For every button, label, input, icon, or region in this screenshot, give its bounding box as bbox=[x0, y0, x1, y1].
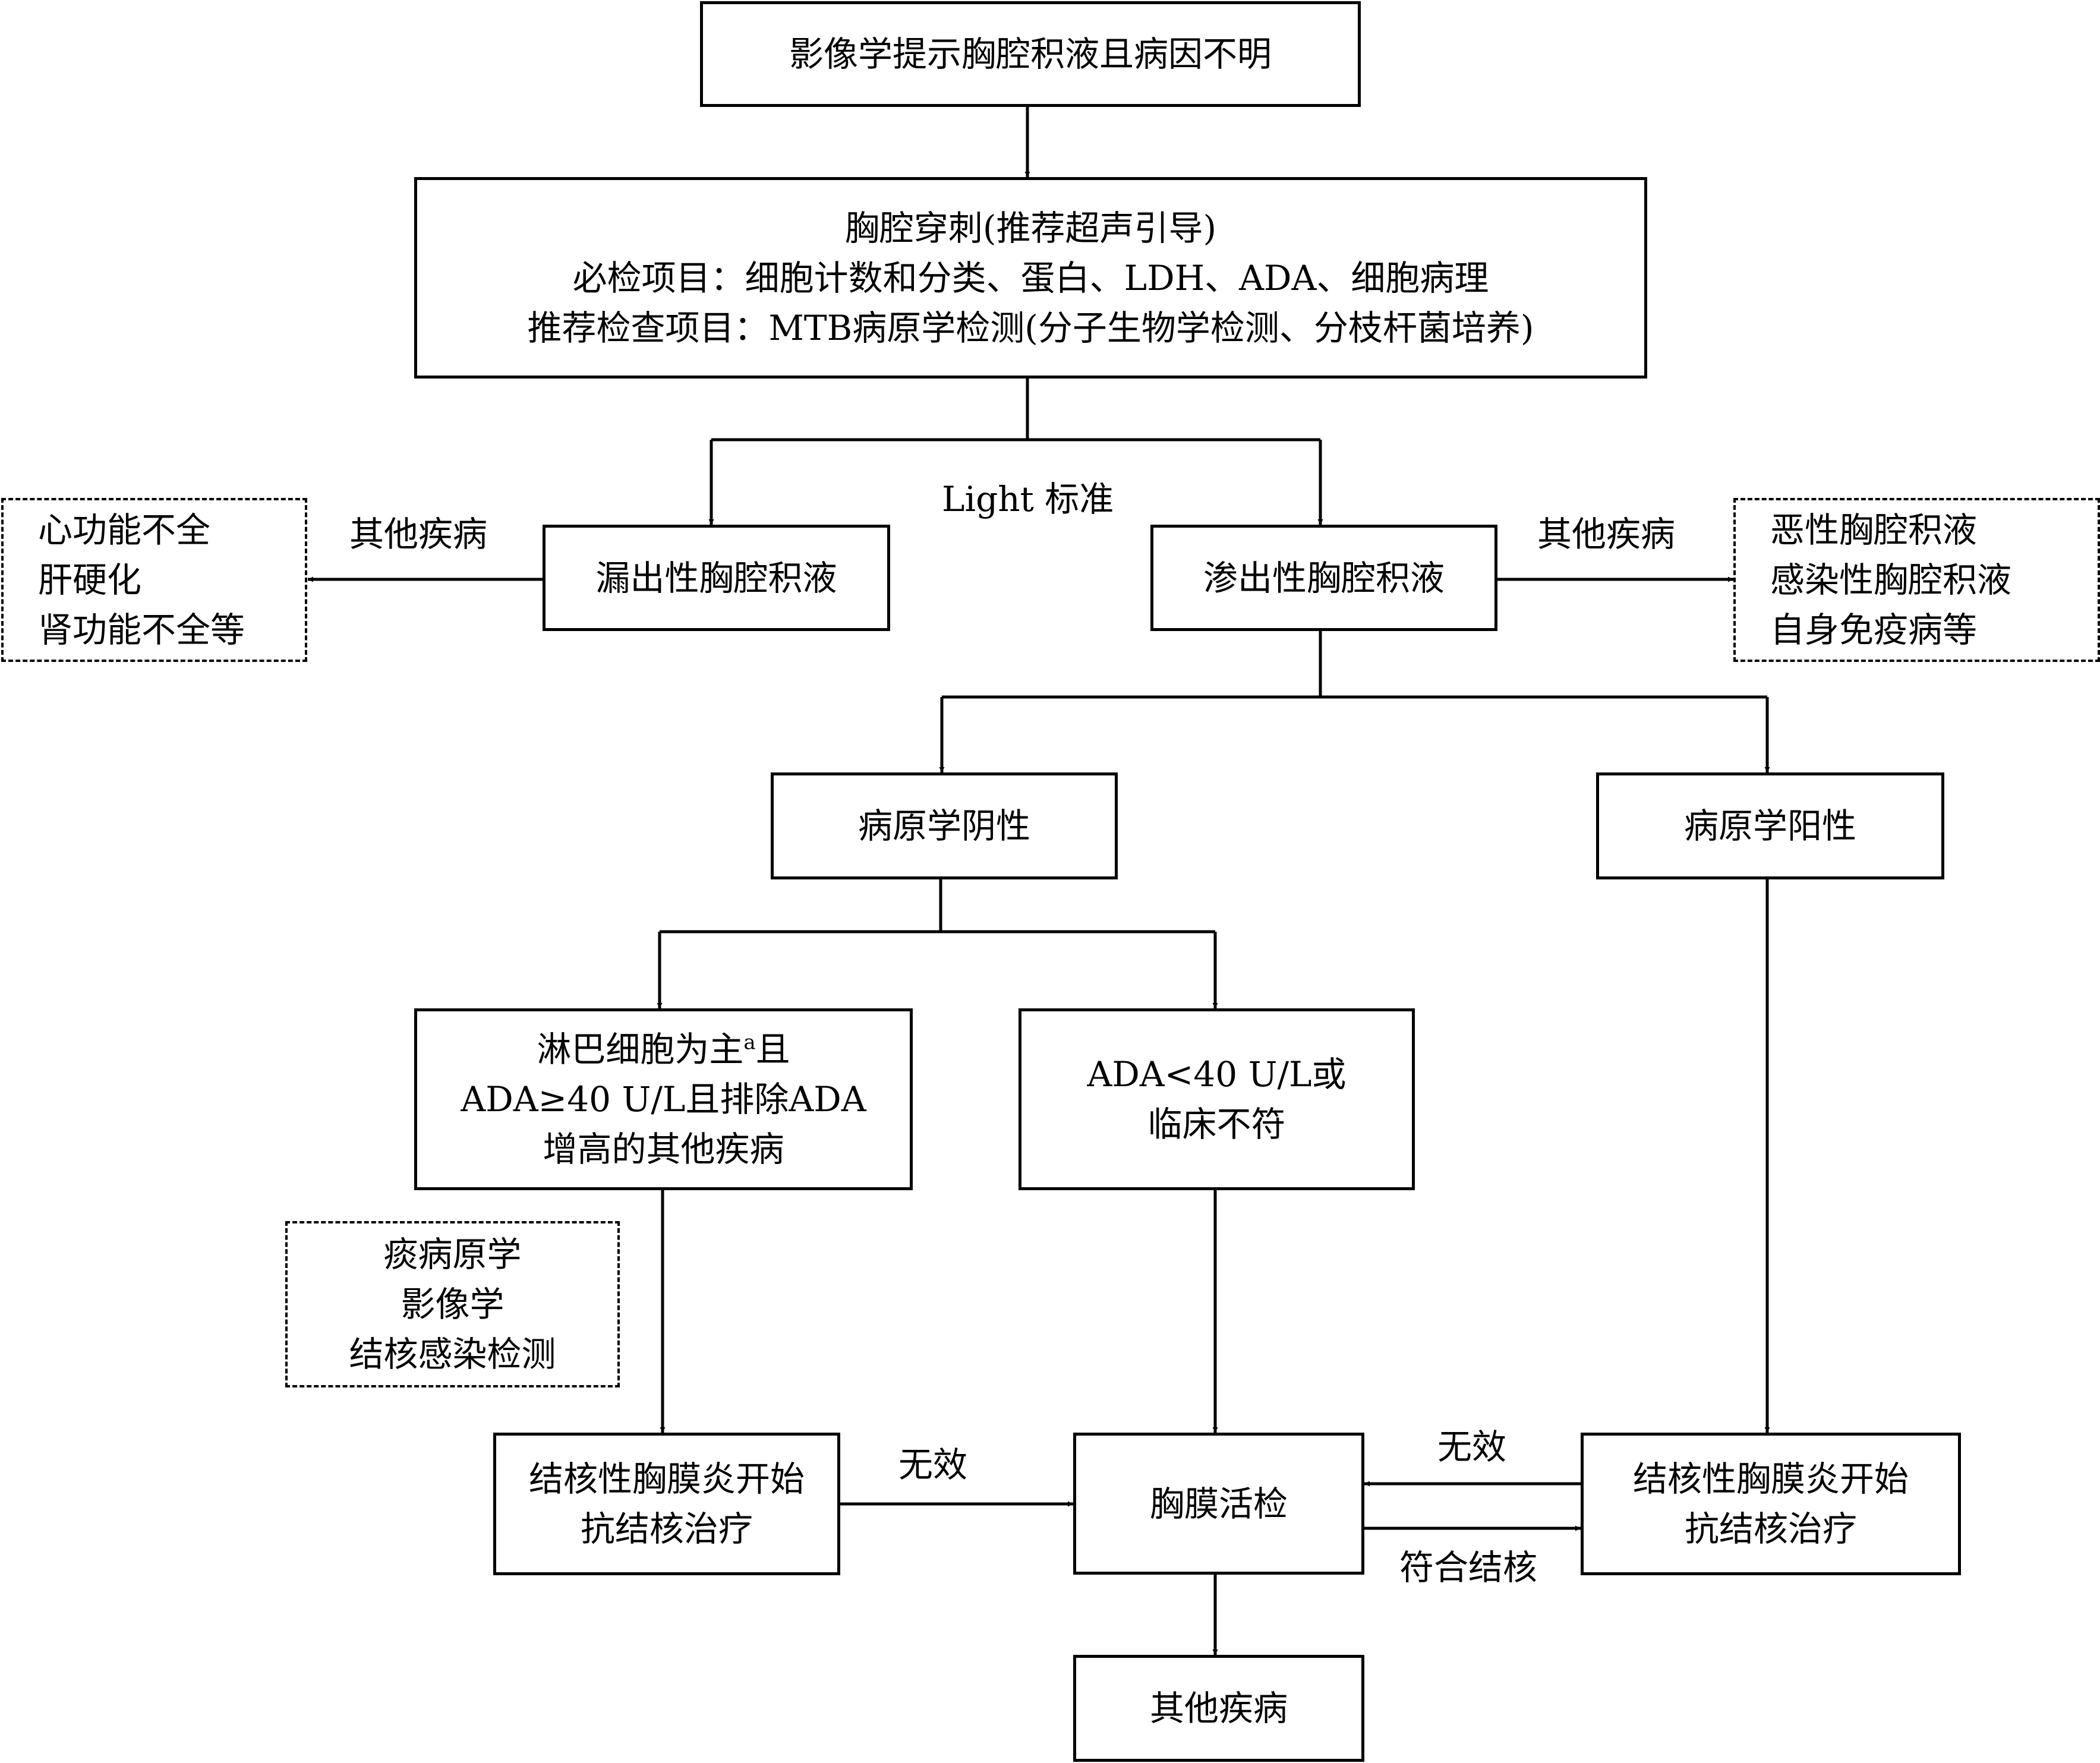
edge-label-other-disease-right: 其他疾病 bbox=[1537, 514, 1676, 554]
node-exudate: 渗出性胸腔积液 bbox=[1150, 525, 1497, 631]
node-puncture-line-2: 必检项目：细胞计数和分类、蛋白、LDH、ADA、细胞病理 bbox=[572, 257, 1489, 298]
edge-label-other-disease-left: 其他疾病 bbox=[349, 514, 488, 554]
node-lymphocyte-line-1-main: 淋巴细胞为主 bbox=[537, 1029, 744, 1070]
node-transudate: 漏出性胸腔积液 bbox=[543, 525, 890, 631]
node-puncture-line-3: 推荐检查项目：MTB病原学检测(分子生物学检测、分枝杆菌培养) bbox=[527, 307, 1534, 348]
node-lymphocyte-line-2: ADA≥40 U/L且排除ADA bbox=[461, 1079, 866, 1119]
node-transudate-other-line-3: 肾功能不全等 bbox=[38, 610, 245, 650]
node-pleural-biopsy: 胸膜活检 bbox=[1073, 1433, 1364, 1575]
node-transudate-other-line-2: 肝硬化 bbox=[38, 560, 142, 600]
node-tb-treatment-left-line-1: 结核性胸膜炎开始 bbox=[528, 1459, 805, 1499]
footnote-marker-a: a bbox=[743, 1030, 756, 1055]
node-transudate-line: 漏出性胸腔积液 bbox=[595, 557, 837, 598]
edge-label-light-criteria: Light 标准 bbox=[942, 479, 1114, 519]
node-supporting-tests: 痰病原学 影像学 结核感染检测 bbox=[285, 1221, 620, 1387]
edge-label-consistent-tb: 符合结核 bbox=[1399, 1547, 1538, 1588]
node-pathogen-negative: 病原学阴性 bbox=[771, 772, 1118, 879]
node-exudate-other-line-3: 自身免疫病等 bbox=[1770, 610, 1978, 650]
node-exudate-other-line-2: 感染性胸腔积液 bbox=[1770, 560, 2012, 600]
edge-label-ineffective-left: 无效 bbox=[898, 1445, 968, 1485]
node-transudate-other: 心功能不全 肝硬化 肾功能不全等 bbox=[1, 498, 307, 662]
node-exudate-other: 恶性胸腔积液 感染性胸腔积液 自身免疫病等 bbox=[1733, 498, 2100, 662]
node-pleural-biopsy-line: 胸膜活检 bbox=[1149, 1483, 1288, 1524]
node-lymphocyte-line-3: 增高的其他疾病 bbox=[543, 1129, 784, 1169]
node-start: 影像学提示胸腔积液且病因不明 bbox=[700, 1, 1361, 107]
node-lymphocyte-line-1-tail: 且 bbox=[755, 1029, 790, 1070]
node-start-line: 影像学提示胸腔积液且病因不明 bbox=[789, 34, 1272, 74]
node-supporting-tests-line-1: 痰病原学 bbox=[383, 1234, 522, 1275]
node-pathogen-positive-line: 病原学阳性 bbox=[1683, 806, 1856, 846]
node-pathogen-negative-line: 病原学阴性 bbox=[857, 806, 1030, 846]
node-supporting-tests-line-2: 影像学 bbox=[401, 1284, 504, 1324]
node-ada-low-line-2: 临床不符 bbox=[1147, 1104, 1286, 1144]
node-exudate-other-line-1: 恶性胸腔积液 bbox=[1770, 510, 1978, 550]
node-puncture-line-1: 胸腔穿刺(推荐超声引导) bbox=[844, 207, 1217, 248]
node-pathogen-positive: 病原学阳性 bbox=[1596, 772, 1944, 879]
node-transudate-other-line-1: 心功能不全 bbox=[38, 510, 211, 550]
node-tb-treatment-right: 结核性胸膜炎开始 抗结核治疗 bbox=[1581, 1433, 1961, 1575]
node-exudate-line: 渗出性胸腔积液 bbox=[1203, 557, 1445, 598]
edge-label-ineffective-right: 无效 bbox=[1437, 1427, 1507, 1467]
node-tb-treatment-left-line-2: 抗结核治疗 bbox=[580, 1509, 753, 1549]
node-tb-treatment-right-line-2: 抗结核治疗 bbox=[1684, 1509, 1857, 1549]
node-ada-low-line-1: ADA<40 U/L或 bbox=[1087, 1054, 1347, 1095]
node-supporting-tests-line-3: 结核感染检测 bbox=[349, 1334, 556, 1374]
node-tb-treatment-right-line-1: 结核性胸膜炎开始 bbox=[1632, 1459, 1909, 1499]
node-tb-treatment-left: 结核性胸膜炎开始 抗结核治疗 bbox=[493, 1433, 840, 1575]
node-other-disease-final-line: 其他疾病 bbox=[1149, 1688, 1288, 1729]
node-lymphocyte-line-1: 淋巴细胞为主a且 bbox=[537, 1024, 790, 1074]
node-other-disease-final: 其他疾病 bbox=[1073, 1655, 1364, 1762]
node-ada-low: ADA<40 U/L或 临床不符 bbox=[1019, 1008, 1415, 1190]
node-lymphocyte: 淋巴细胞为主a且 ADA≥40 U/L且排除ADA 增高的其他疾病 bbox=[414, 1008, 913, 1190]
node-puncture: 胸腔穿刺(推荐超声引导) 必检项目：细胞计数和分类、蛋白、LDH、ADA、细胞病… bbox=[414, 177, 1647, 379]
